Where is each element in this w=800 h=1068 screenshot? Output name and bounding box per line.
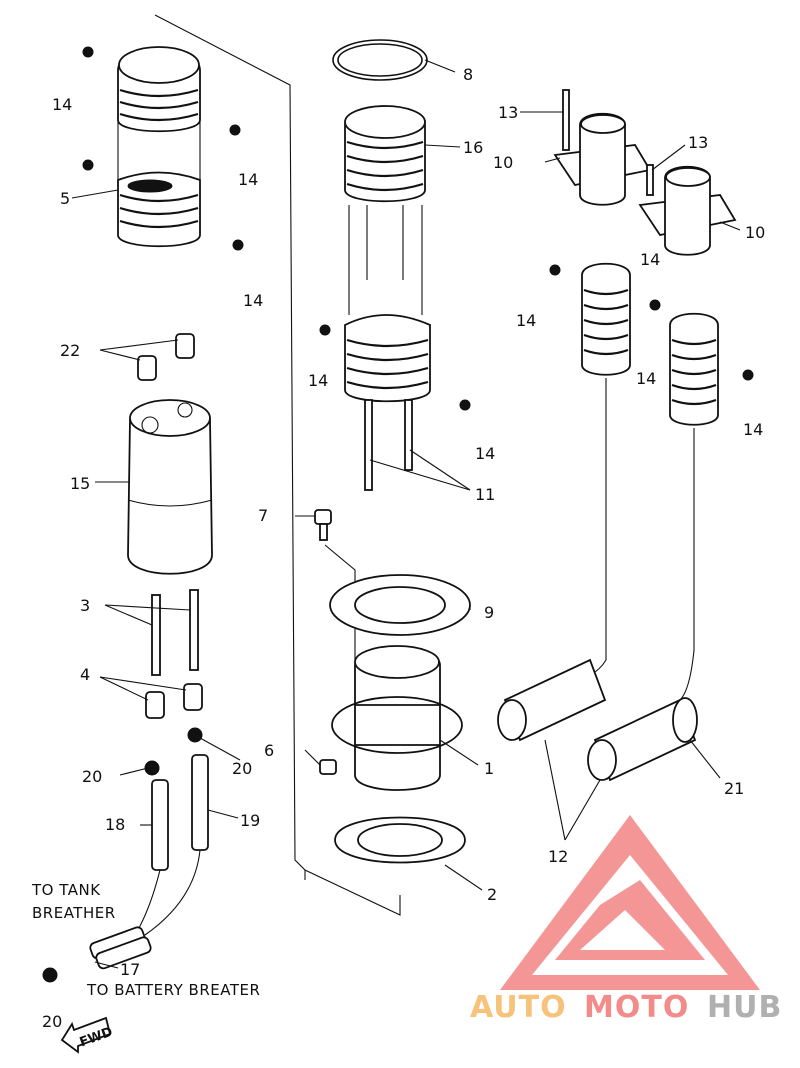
label-19: 19 [240, 811, 260, 830]
label-22: 22 [60, 341, 80, 360]
label-14g: 14 [743, 420, 763, 439]
fwd-arrow-icon: FWD [60, 1016, 115, 1054]
part-22-caps [137, 333, 195, 381]
part-3-rods [151, 589, 199, 676]
label-5: 5 [60, 189, 70, 208]
label-14h: 14 [308, 371, 328, 390]
part-16-boot [344, 105, 426, 315]
part-1-base [331, 645, 463, 791]
label-14e: 14 [516, 311, 536, 330]
watermark-logo-icon [500, 815, 760, 990]
label-21: 21 [724, 779, 744, 798]
label-14a: 14 [52, 95, 72, 114]
label-17: 17 [120, 960, 140, 979]
part-labels: 8 16 13 10 13 10 14 14 5 14 14 14 14 14 … [42, 65, 765, 1031]
note-battery: TO BATTERY BREATER [86, 981, 260, 999]
note-tank-line1: TO TANK [31, 881, 101, 899]
label-10a: 10 [493, 153, 513, 172]
label-13a: 13 [498, 103, 518, 122]
part-9-gasket [329, 574, 471, 636]
label-1: 1 [484, 759, 494, 778]
label-13b: 13 [688, 133, 708, 152]
label-14i: 14 [475, 444, 495, 463]
part-8-band [332, 39, 428, 81]
label-16: 16 [463, 138, 483, 157]
note-tank-line2: BREATHER [32, 904, 116, 922]
part-15-housing [127, 399, 213, 575]
part-11-boot-rods [344, 314, 431, 491]
label-15: 15 [70, 474, 90, 493]
leader-lines [71, 59, 741, 969]
label-2: 2 [487, 885, 497, 904]
part-13-pins [562, 89, 654, 196]
part-10-flanges [553, 112, 737, 256]
label-8: 8 [463, 65, 473, 84]
label-4: 4 [80, 665, 90, 684]
routing-notes: TO TANK BREATHER TO BATTERY BREATER [31, 881, 260, 999]
part-2-gasket [334, 816, 466, 864]
label-14f: 14 [636, 369, 656, 388]
label-11: 11 [475, 485, 495, 504]
part-4-grommets [145, 683, 203, 719]
label-14b: 14 [238, 170, 258, 189]
part-20-clips [42, 727, 203, 983]
label-3: 3 [80, 596, 90, 615]
watermark-moto: MOTO [584, 990, 689, 1025]
label-14c: 14 [243, 291, 263, 310]
watermark-hub: HUB [707, 990, 782, 1025]
part-12-boots [497, 262, 719, 782]
label-12: 12 [548, 847, 568, 866]
label-9: 9 [484, 603, 494, 622]
part-14-clamps [82, 46, 754, 411]
assembly-outline [154, 14, 401, 916]
label-10b: 10 [745, 223, 765, 242]
part-6-nut [319, 759, 337, 775]
part-7-bolt [314, 509, 356, 700]
watermark-text: AUTO MOTO HUB [470, 990, 782, 1025]
label-14d: 14 [640, 250, 660, 269]
part-5-boot [117, 46, 201, 248]
label-20b: 20 [232, 759, 252, 778]
label-20c: 20 [42, 1012, 62, 1031]
part-18-19-hoses [89, 754, 209, 970]
label-6: 6 [264, 741, 274, 760]
watermark-auto: AUTO [470, 990, 567, 1025]
label-7: 7 [258, 506, 268, 525]
label-20a: 20 [82, 767, 102, 786]
label-18: 18 [105, 815, 125, 834]
